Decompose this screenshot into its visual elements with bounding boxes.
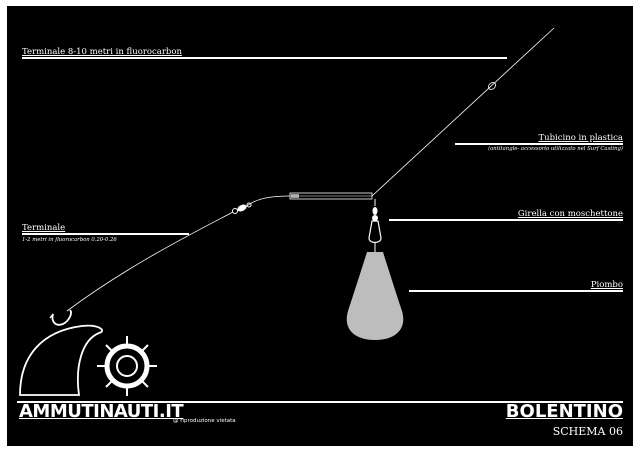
scheme-number: SCHEMA 06 [552, 425, 623, 438]
rule-tube [455, 143, 623, 145]
brand-name: AMMUTINAUTI.IT [19, 401, 184, 422]
rig-drawing [19, 27, 555, 396]
label-terminal-note: 1-2 metri in fluorocarbon 0.20-0.26 [22, 237, 117, 243]
rule-main-leader [22, 57, 507, 59]
footer-rule [17, 401, 623, 403]
label-sinker: Piombo [590, 280, 623, 290]
diagram-board: Terminale 8-10 metri in fluorocarbon Tub… [7, 6, 633, 446]
main-line [371, 27, 555, 197]
rule-sinker [409, 290, 623, 292]
label-terminal: Terminale [22, 223, 66, 233]
rule-terminal [22, 233, 189, 235]
ship-wheel-icon [97, 336, 157, 396]
leader-upper [246, 195, 291, 207]
fish-hook-icon [49, 309, 72, 326]
label-tube-note: (antitangle- accessorio utilizzato nel S… [488, 146, 623, 152]
rule-swivel [389, 219, 623, 221]
label-tube: Tubicino in plastica [538, 133, 623, 143]
terminal-line [66, 211, 234, 312]
tube-icon [289, 192, 373, 200]
logo-wave-icon [19, 324, 104, 396]
page-title: BOLENTINO [505, 401, 623, 422]
copyright-note: @ riproduzione vietata [173, 418, 236, 424]
sinker-icon [346, 252, 404, 340]
label-swivel: Girella con moschettone [517, 209, 623, 219]
snap-swivel-icon [368, 199, 382, 252]
swivel-icon [232, 202, 252, 214]
label-main-leader: Terminale 8-10 metri in fluorocarbon [22, 47, 182, 57]
bead-icon [487, 82, 497, 90]
